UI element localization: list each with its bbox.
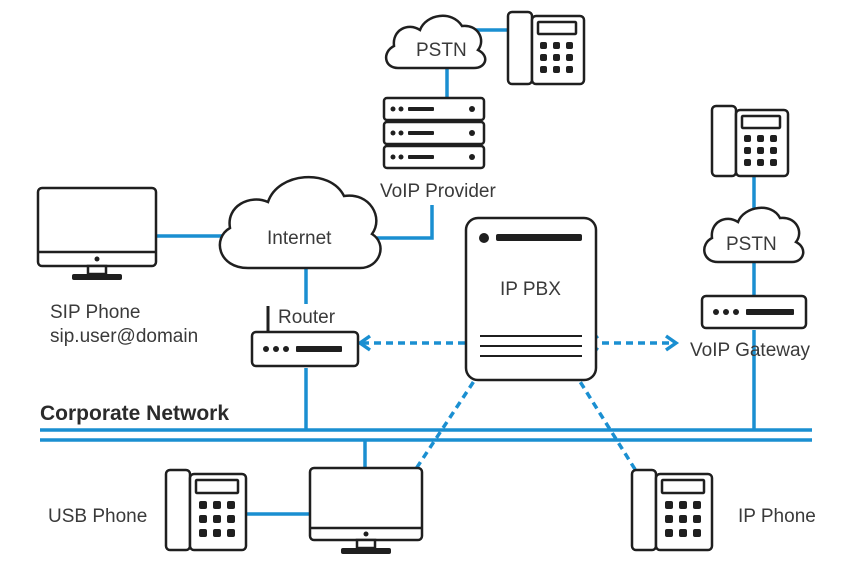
voip-gateway-label: VoIP Gateway [690,340,811,361]
pstn-right-label: PSTN [726,234,777,255]
router-label: Router [278,307,336,328]
desk-phone-top [506,10,586,86]
ip-pbx-label: IP PBX [500,279,561,300]
link-internet-provider [372,205,434,240]
usb-phone-label: USB Phone [48,506,147,527]
desk-phone-right [710,104,790,178]
usb-pc-monitor [308,466,424,554]
sip-phone-address: sip.user@domain [50,326,198,347]
voip-gateway [700,294,808,330]
ip-phone [630,468,714,552]
corporate-network-label: Corporate Network [40,402,229,425]
pstn-top-label: PSTN [416,40,467,61]
pstn-right-cloud: PSTN [703,206,805,264]
router [250,306,360,368]
ip-phone-label: IP Phone [738,506,816,527]
voip-provider-label: VoIP Provider [380,181,497,202]
ip-pbx: IP PBX [464,216,598,382]
sip-phone-monitor [36,186,158,280]
internet-cloud: Internet [218,175,382,270]
usb-phone [164,468,248,552]
corporate-network-bus [40,428,812,442]
voip-provider-server [382,96,486,170]
internet-label: Internet [267,228,332,249]
pstn-top-cloud: PSTN [385,14,487,70]
connections [156,28,756,516]
sip-phone-label: SIP Phone [50,302,141,323]
